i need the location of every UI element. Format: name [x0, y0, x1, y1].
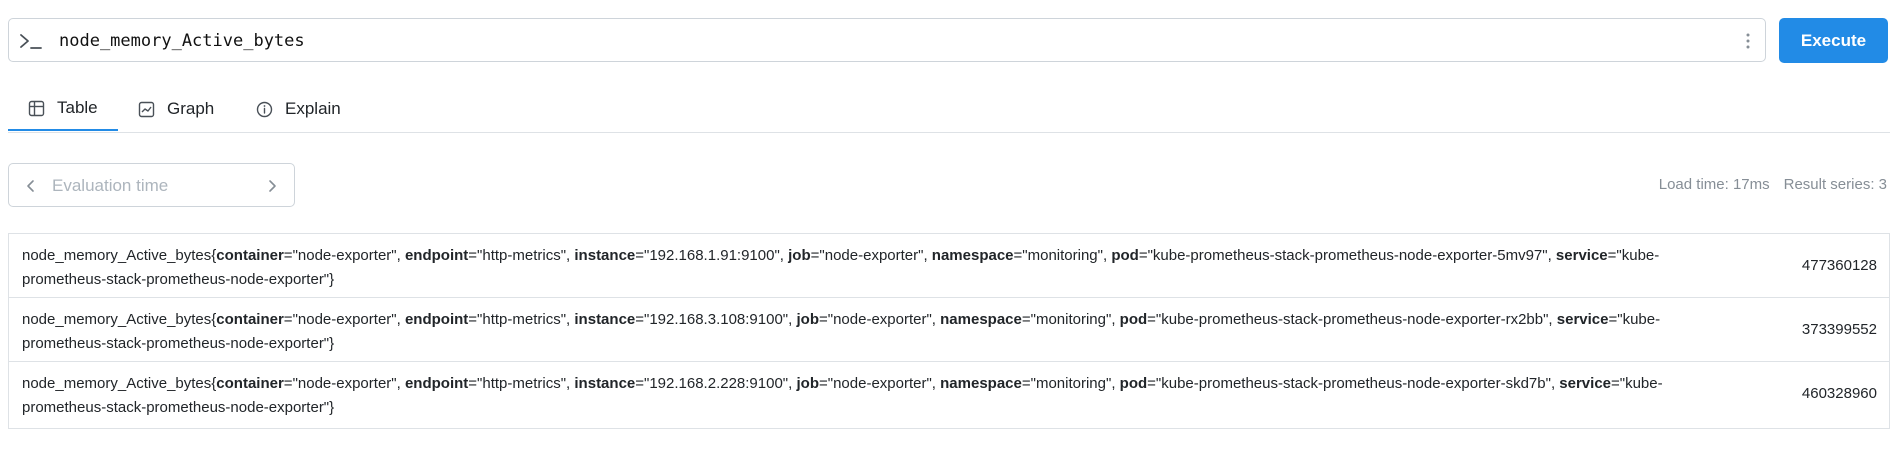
- chevron-right-icon[interactable]: [262, 176, 282, 196]
- label-value: "http-metrics": [477, 311, 567, 328]
- metric-name: node_memory_Active_bytes: [22, 247, 212, 264]
- label-key: namespace: [940, 375, 1022, 392]
- table-row: node_memory_Active_bytes{container="node…: [9, 234, 1889, 298]
- info-icon: [256, 101, 273, 117]
- metric-name: node_memory_Active_bytes: [22, 375, 212, 392]
- label-key: instance: [574, 375, 636, 392]
- label-key: pod: [1111, 247, 1139, 264]
- label-value: "kube-prometheus-stack-prometheus-node-e…: [22, 375, 1663, 416]
- label-key: service: [1555, 247, 1608, 264]
- tab-explain[interactable]: Explain: [256, 87, 376, 131]
- query-row: node_memory_Active_bytes Execute: [8, 18, 1890, 64]
- label-key: service: [1556, 311, 1609, 328]
- label-value: "192.168.3.108:9100": [644, 311, 789, 328]
- more-options-icon[interactable]: [1745, 31, 1751, 51]
- label-key: job: [796, 311, 819, 328]
- tab-explain-label: Explain: [285, 99, 341, 118]
- series-labels: node_memory_Active_bytes{container="node…: [22, 247, 1660, 288]
- label-value: "node-exporter": [292, 375, 397, 392]
- label-key: instance: [574, 247, 636, 264]
- label-value: "node-exporter": [292, 311, 397, 328]
- label-key: job: [788, 247, 811, 264]
- label-value: "monitoring": [1030, 311, 1112, 328]
- label-key: namespace: [931, 247, 1014, 264]
- query-text[interactable]: node_memory_Active_bytes: [59, 31, 305, 51]
- label-value: "192.168.2.228:9100": [644, 375, 789, 392]
- label-key: container: [216, 311, 284, 328]
- query-input[interactable]: node_memory_Active_bytes: [8, 18, 1766, 62]
- graph-icon: [138, 101, 155, 117]
- query-stats: Load time: 17ms Result series: 3: [1659, 176, 1887, 193]
- series-labels: node_memory_Active_bytes{container="node…: [22, 375, 1663, 416]
- tab-table-label: Table: [57, 98, 98, 117]
- label-value: "node-exporter": [827, 375, 932, 392]
- label-value: "kube-prometheus-stack-prometheus-node-e…: [22, 311, 1661, 352]
- label-value: "kube-prometheus-stack-prometheus-node-e…: [1155, 375, 1551, 392]
- label-value: "kube-prometheus-stack-prometheus-node-e…: [1155, 311, 1549, 328]
- label-key: namespace: [940, 311, 1022, 328]
- label-value: "node-exporter": [292, 247, 397, 264]
- load-time: Load time: 17ms: [1658, 176, 1770, 193]
- label-key: instance: [574, 311, 636, 328]
- table-row: node_memory_Active_bytes{container="node…: [9, 298, 1889, 362]
- label-key: endpoint: [404, 375, 469, 392]
- series-value: 477360128: [1801, 257, 1877, 274]
- label-key: pod: [1119, 375, 1148, 392]
- label-value: "http-metrics": [477, 375, 567, 392]
- chevron-left-icon[interactable]: [21, 176, 41, 196]
- tab-graph[interactable]: Graph: [138, 87, 238, 131]
- label-key: container: [216, 375, 284, 392]
- tab-table[interactable]: Table: [8, 87, 118, 131]
- label-key: container: [216, 247, 284, 264]
- label-value: "http-metrics": [477, 247, 567, 264]
- label-value: "kube-prometheus-stack-prometheus-node-e…: [1147, 247, 1548, 264]
- label-key: job: [796, 375, 819, 392]
- evaluation-time-input[interactable]: Evaluation time: [52, 176, 169, 195]
- label-key: pod: [1119, 311, 1148, 328]
- label-key: endpoint: [404, 247, 469, 264]
- tab-graph-label: Graph: [167, 99, 215, 118]
- metric-name: node_memory_Active_bytes: [22, 311, 212, 328]
- result-series-count: Result series: 3: [1783, 176, 1887, 193]
- execute-button[interactable]: Execute: [1779, 18, 1888, 63]
- label-value: "node-exporter": [819, 247, 924, 264]
- label-key: endpoint: [404, 311, 469, 328]
- terminal-prompt-icon: [20, 34, 42, 49]
- label-value: "kube-prometheus-stack-prometheus-node-e…: [22, 247, 1660, 288]
- series-value: 373399552: [1801, 321, 1877, 338]
- results-table: node_memory_Active_bytes{container="node…: [8, 233, 1890, 429]
- label-value: "192.168.1.91:9100": [644, 247, 780, 264]
- view-tabs: Table Graph Explain: [8, 87, 1890, 133]
- label-value: "monitoring": [1022, 247, 1103, 264]
- label-value: "monitoring": [1030, 375, 1112, 392]
- series-value: 460328960: [1801, 385, 1877, 402]
- label-key: service: [1559, 375, 1611, 392]
- evaluation-time-picker[interactable]: Evaluation time: [8, 163, 295, 207]
- label-value: "node-exporter": [827, 311, 932, 328]
- series-labels: node_memory_Active_bytes{container="node…: [22, 311, 1661, 352]
- table-row: node_memory_Active_bytes{container="node…: [9, 362, 1889, 426]
- table-icon: [28, 100, 45, 116]
